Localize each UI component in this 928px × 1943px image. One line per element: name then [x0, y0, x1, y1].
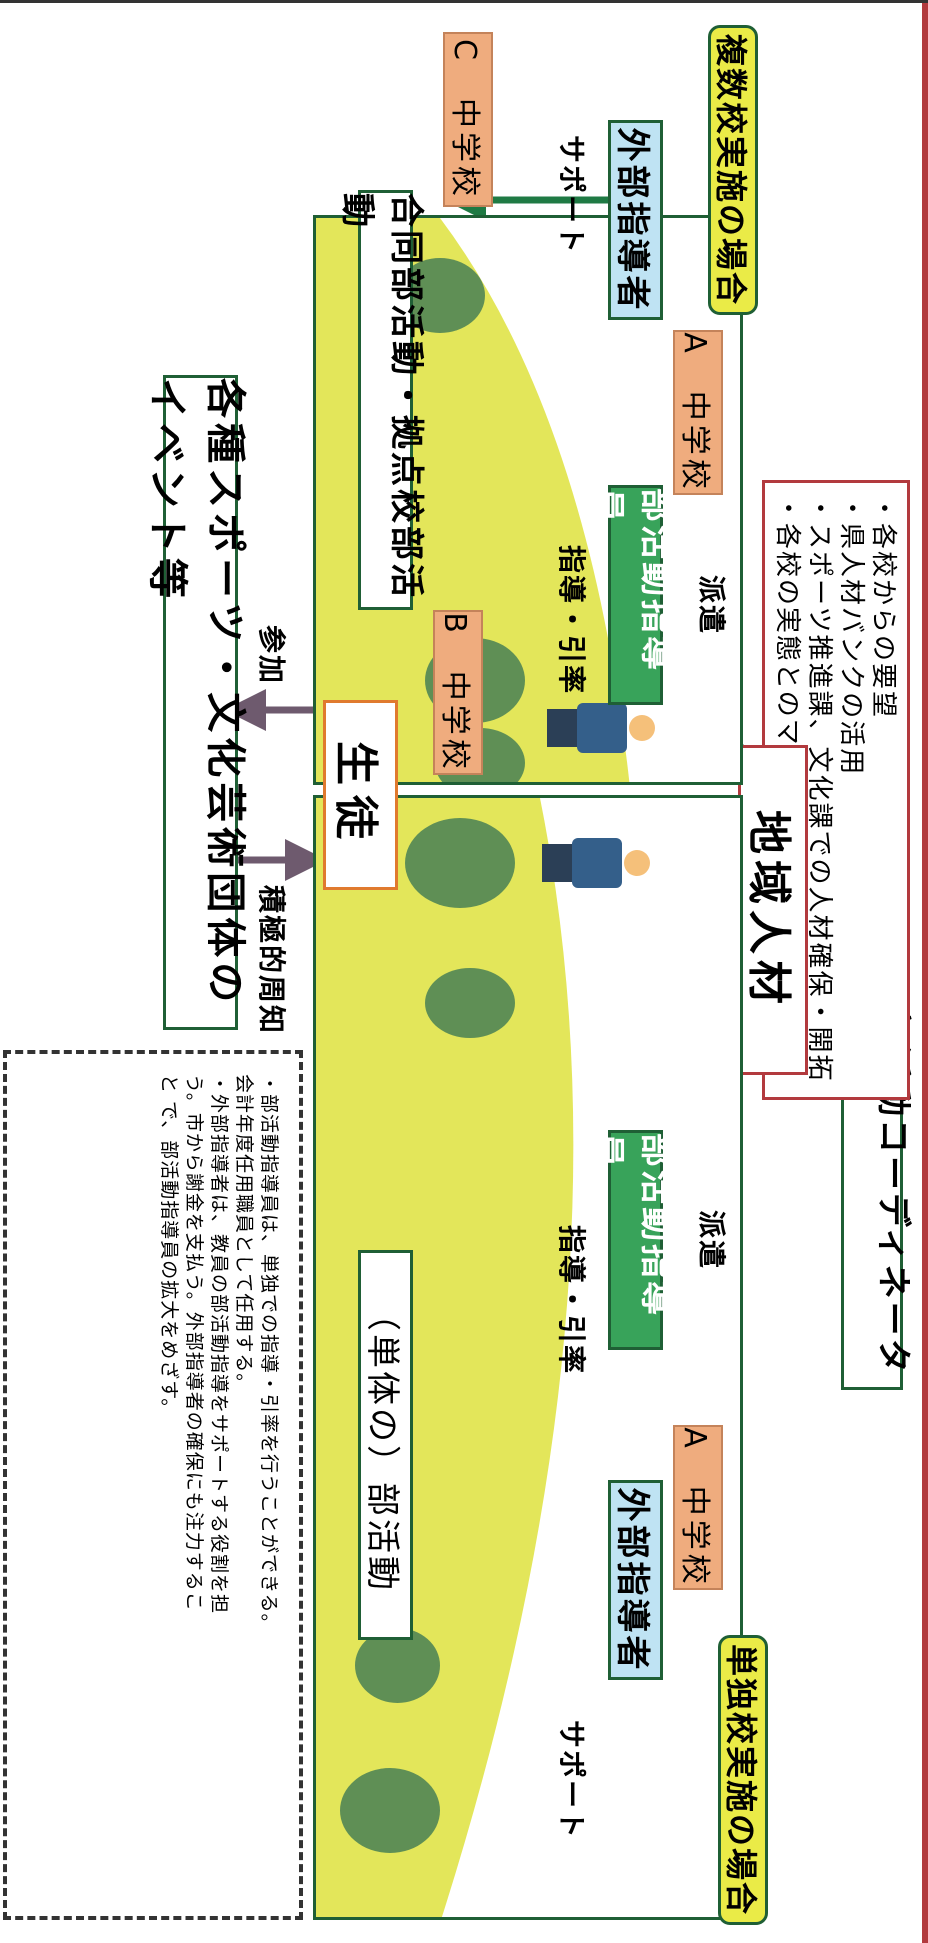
- note-line: 会計年度任用職員として任用する。: [233, 1074, 255, 1394]
- participate-label: 参加: [255, 625, 288, 686]
- club-instructor-label: 部活動指導員: [587, 488, 677, 673]
- guidance-label: 指導・引率: [555, 545, 588, 696]
- single-school-heading-label: 単独校実施の場合: [722, 1643, 760, 1916]
- task-line: ・県人材バンクの活用: [836, 495, 866, 777]
- regional-talent-label: 地域人材: [743, 810, 794, 1010]
- dispatch-label: 派遣: [695, 575, 728, 636]
- task-line: ・各校からの要望: [868, 495, 898, 720]
- outside-instructor-label: 外部指導者: [612, 127, 652, 313]
- single-school-panel: [313, 795, 743, 1920]
- events-box: 各種スポーツ・文化芸術団体のイベント等: [145, 375, 249, 1030]
- students-label: 生徒: [330, 741, 382, 849]
- person-icon: [540, 828, 650, 898]
- guidance-label: 指導・引率: [555, 1225, 588, 1376]
- school-c-box: C 中学校: [443, 32, 493, 207]
- school-c-label: C 中学校: [447, 39, 482, 200]
- club-instructor-box: 部活動指導員: [588, 485, 677, 705]
- tree-icon: [405, 818, 515, 908]
- tree-icon: [425, 968, 515, 1038]
- tree-icon: [340, 1768, 440, 1853]
- single-club-activity-box: （単体の）部活動: [358, 1250, 413, 1640]
- school-a-label: A 中学校: [677, 1427, 712, 1588]
- school-b-label: B 中学校: [437, 612, 472, 773]
- note-line: と で、部活動指導員の拡大をめざす。: [158, 1074, 180, 1419]
- support-label: サポート: [555, 1720, 588, 1841]
- single-school-heading: 単独校実施の場合: [718, 1635, 768, 1925]
- note-line: ・部活動指導員は、単独での指導・引率を行うことができる。: [258, 1074, 280, 1634]
- regional-talent-box: 地域人材: [738, 745, 808, 1075]
- students-box: 生徒: [323, 700, 398, 890]
- school-b-box: B 中学校: [433, 610, 483, 775]
- outside-instructor-label: 外部指導者: [612, 1487, 652, 1673]
- note-line: う。市から謝金を支払う。外部指導者の確保にも注力するこ: [183, 1074, 205, 1612]
- multi-school-heading-label: 複数校実施の場合: [712, 33, 750, 306]
- school-a-box: A 中学校: [673, 330, 723, 495]
- club-instructor-label: 部活動指導員: [587, 1133, 677, 1318]
- dispatch-label: 派遣: [695, 1210, 728, 1271]
- joint-club-activity-label: 合同部活動・拠点校部活動: [337, 193, 427, 600]
- events-label: 各種スポーツ・文化芸術団体のイベント等: [144, 378, 249, 1008]
- outside-instructor-box: 外部指導者: [608, 120, 663, 320]
- promotion-label: 積極的周知: [255, 885, 288, 1036]
- multi-school-heading: 複数校実施の場合: [708, 25, 758, 315]
- club-instructor-box: 部活動指導員: [588, 1130, 677, 1350]
- single-club-activity-label: （単体の）部活動: [362, 1297, 402, 1593]
- support-label: サポート: [555, 135, 588, 256]
- notes-box: ・部活動指導員は、単独での指導・引率を行うことができる。 会計年度任用職員として…: [3, 1050, 303, 1920]
- note-line: ・外部指導者は、教員の部活動指導をサポートする役割を担: [208, 1074, 230, 1615]
- outside-instructor-box: 外部指導者: [608, 1480, 663, 1680]
- joint-club-activity-box: 合同部活動・拠点校部活動: [338, 190, 427, 610]
- school-a-box: A 中学校: [673, 1425, 723, 1590]
- school-a-label: A 中学校: [677, 332, 712, 493]
